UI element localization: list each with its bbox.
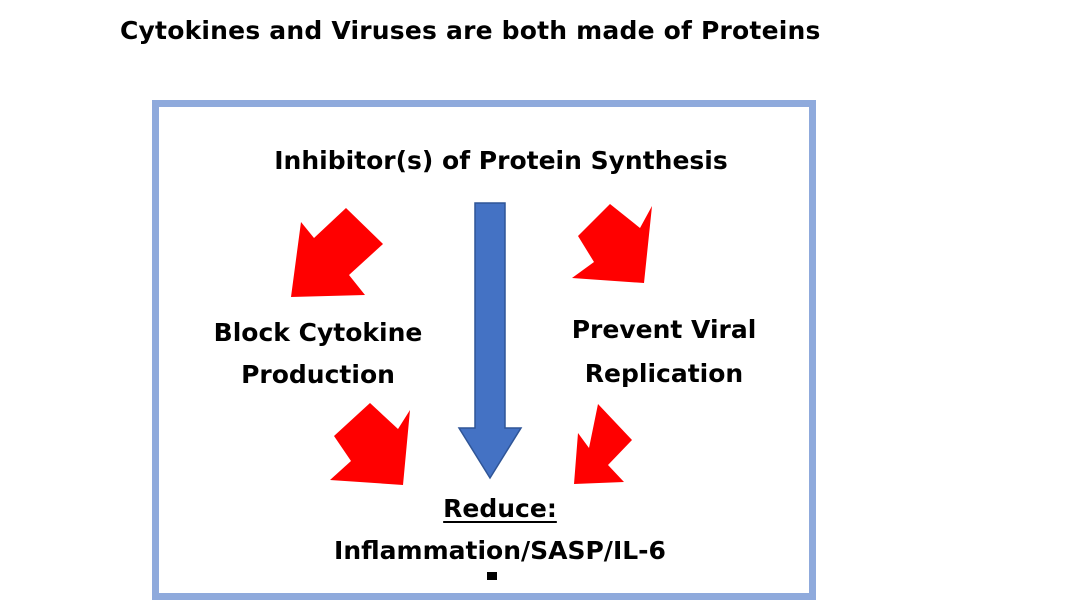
red-arrow-top-right [572,204,652,283]
inflammation-text: Inflammation/SASP/IL-6 [334,536,666,565]
page-title: Cytokines and Viruses are both made of P… [120,16,821,45]
red-arrow-top-left [291,208,383,297]
block-cytokine-line2: Production [241,360,395,389]
reduce-label-text: Reduce: [443,494,557,523]
reduce-label: Reduce: [0,494,1068,523]
prevent-viral-line2: Replication [584,359,744,388]
inhibitor-heading: Inhibitor(s) of Protein Synthesis [274,146,728,175]
arrows-layer [291,202,652,485]
prevent-viral-line1: Prevent Viral [571,315,757,344]
clipped-text-fragment [487,572,497,580]
red-arrow-bottom-left [330,403,410,485]
red-arrow-bottom-right [574,404,632,484]
block-cytokine-text: Block Cytokine Production [168,312,468,396]
block-cytokine-line1: Block Cytokine [213,318,423,347]
blue-down-arrow [457,202,523,480]
prevent-viral-text: Prevent Viral Replication [514,308,814,396]
